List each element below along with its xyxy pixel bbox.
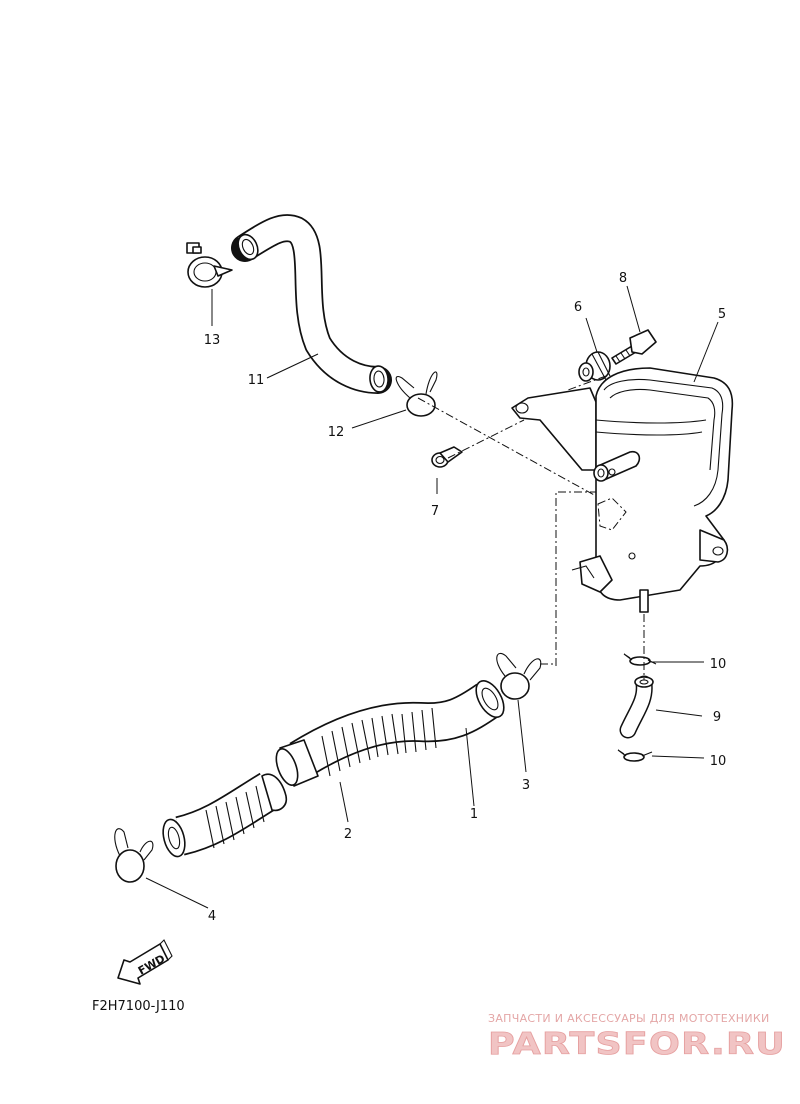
- callout-2: 2: [344, 827, 352, 842]
- part-7-collar: [431, 446, 463, 468]
- drawing-code: F2H7100-J110: [92, 999, 185, 1014]
- callout-8: 8: [619, 271, 627, 286]
- callout-6: 6: [574, 300, 582, 315]
- part-10-clip-upper: [623, 653, 657, 666]
- watermark-tagline: ЗАПЧАСТИ И АКСЕССУАРЫ ДЛЯ МОТОТЕХНИКИ: [488, 1012, 770, 1025]
- callout-3: 3: [522, 778, 530, 793]
- part-8-bolt: [611, 329, 657, 365]
- part-4-spring-clip: [114, 828, 154, 883]
- part-10-clip-lower: [617, 749, 653, 762]
- fwd-arrow-icon: FWD: [117, 939, 173, 985]
- callout-11: 11: [248, 373, 265, 388]
- callout-labels: 1 2 3 4 5 6 7 8 9 10 10 11 12 13: [204, 271, 727, 924]
- callout-9: 9: [713, 710, 721, 725]
- callout-12: 12: [328, 425, 345, 440]
- part-11-hose: [231, 214, 392, 394]
- part-2-corrugated-hose: [162, 772, 288, 858]
- callout-10-upper: 10: [710, 657, 727, 672]
- callout-1: 1: [470, 807, 478, 822]
- callout-13: 13: [204, 333, 221, 348]
- watermark: ЗАПЧАСТИ И АКСЕССУАРЫ ДЛЯ МОТОТЕХНИКИ PA…: [488, 1012, 786, 1062]
- callout-4: 4: [208, 909, 216, 924]
- watermark-brand: PARTSFOR.RU: [488, 1027, 786, 1062]
- callout-10-lower: 10: [710, 754, 727, 769]
- assembly-lines: [417, 375, 645, 680]
- part-13-hose-clamp: [186, 242, 233, 288]
- part-3-spring-clip: [496, 652, 542, 700]
- part-12-spring-clip: [395, 371, 438, 417]
- part-1-corrugated-hose: [275, 680, 505, 787]
- callout-7: 7: [431, 504, 439, 519]
- callout-5: 5: [718, 307, 726, 322]
- leader-lines: [145, 285, 719, 909]
- part-5-oil-tank: [511, 367, 734, 613]
- part-9-small-hose: [619, 675, 654, 739]
- part-6-grommet: [578, 351, 611, 382]
